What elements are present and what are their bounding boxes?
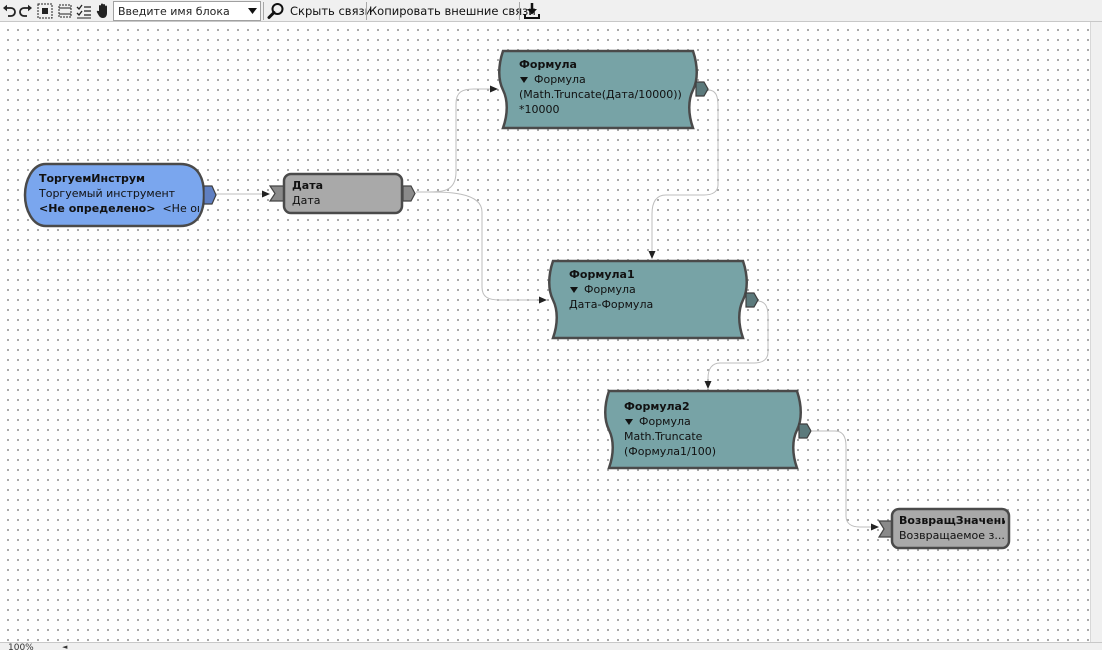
scroll-left-arrow-icon[interactable]: ◄ xyxy=(62,643,68,651)
download-icon xyxy=(524,2,540,19)
block-title: Формула1 xyxy=(569,268,635,281)
block-title: Формула2 xyxy=(624,400,690,413)
block-type: Формула xyxy=(584,283,636,296)
download-button[interactable] xyxy=(521,1,543,20)
link-date-formula xyxy=(415,85,498,193)
dropdown-arrow-icon[interactable] xyxy=(244,2,260,20)
toolbar: Введите имя блока Скрыть связи Копироват… xyxy=(0,0,1102,22)
block-title: ВозвращЗначени xyxy=(899,514,1005,527)
toolbar-separator xyxy=(263,2,264,20)
undo-button[interactable] xyxy=(1,1,17,20)
formula-expression: Дата-Формула xyxy=(569,298,654,311)
expand-triangle-icon[interactable] xyxy=(520,76,528,83)
block-formula2[interactable]: Формула2 Формула Math.Truncate (Формула1… xyxy=(604,389,817,470)
expand-triangle-icon[interactable] xyxy=(625,418,633,425)
checklist-button[interactable] xyxy=(75,1,93,20)
block-name-combobox[interactable]: Введите имя блока xyxy=(113,1,261,21)
block-type: Формула xyxy=(534,73,586,86)
formula-expression-cont: *10000 xyxy=(519,103,560,116)
connection-links xyxy=(216,85,879,531)
link-formula2-return xyxy=(812,430,879,531)
block-instrument[interactable]: ТоргуемИнструм Торгуемый инструмент <Не … xyxy=(23,162,220,228)
horizontal-scrollbar[interactable] xyxy=(0,642,1102,650)
block-name-field[interactable]: Введите имя блока xyxy=(118,4,230,18)
redo-button[interactable] xyxy=(18,1,34,20)
fit-to-view-button[interactable] xyxy=(36,1,54,20)
block-title: Дата xyxy=(292,179,324,192)
block-title: Формула xyxy=(519,58,577,71)
pan-button[interactable] xyxy=(95,1,111,20)
block-title: ТоргуемИнструм xyxy=(39,172,146,185)
toolbar-separator xyxy=(366,2,367,20)
copy-external-links-button[interactable]: Копировать внешние связи xyxy=(369,4,536,18)
formula-expression-cont: (Формула1/100) xyxy=(624,445,717,458)
link-formula-formula1 xyxy=(648,89,719,259)
formula-expression: (Math.Truncate(Дата/10000)) xyxy=(519,88,682,101)
block-subtitle: Торгуемый инструмент xyxy=(39,187,176,200)
block-date[interactable]: Дата Дата xyxy=(268,172,418,215)
vertical-scrollbar[interactable] xyxy=(1090,22,1102,642)
link-formula1-formula2 xyxy=(704,300,769,389)
block-formula1[interactable]: Формула1 Формула Дата-Формула xyxy=(548,259,761,340)
hide-links-button[interactable]: Скрыть связи xyxy=(290,4,373,18)
select-area-button[interactable] xyxy=(56,1,74,20)
block-value: <Не определено> xyxy=(39,202,156,215)
redo-arrow-icon xyxy=(19,4,32,17)
formula-expression: Math.Truncate xyxy=(624,430,703,443)
expand-triangle-icon[interactable] xyxy=(570,286,578,293)
diagram-canvas[interactable]: ТоргуемИнструм Торгуемый инструмент <Не … xyxy=(0,22,1090,642)
hand-icon xyxy=(96,3,107,18)
block-formula[interactable]: Формула Формула (Math.Truncate(Дата/1000… xyxy=(498,49,711,130)
block-return-value[interactable]: ВозвращЗначени Возвращаемое з... xyxy=(877,507,1013,550)
block-type: Формула xyxy=(639,415,691,428)
select-area-icon xyxy=(58,4,72,17)
undo-arrow-icon xyxy=(3,4,16,17)
block-subtitle: Дата xyxy=(292,194,321,207)
fit-to-view-icon xyxy=(37,3,53,18)
zoom-level[interactable]: 100% xyxy=(8,643,34,653)
search-button[interactable] xyxy=(265,1,287,20)
block-subtitle: Возвращаемое з... xyxy=(899,529,1005,542)
checklist-icon xyxy=(76,4,91,18)
toolbar-separator xyxy=(519,2,520,20)
magnifier-icon xyxy=(267,2,284,19)
link-date-formula1 xyxy=(415,191,547,304)
block-value-rest: <Не опр xyxy=(162,202,199,215)
